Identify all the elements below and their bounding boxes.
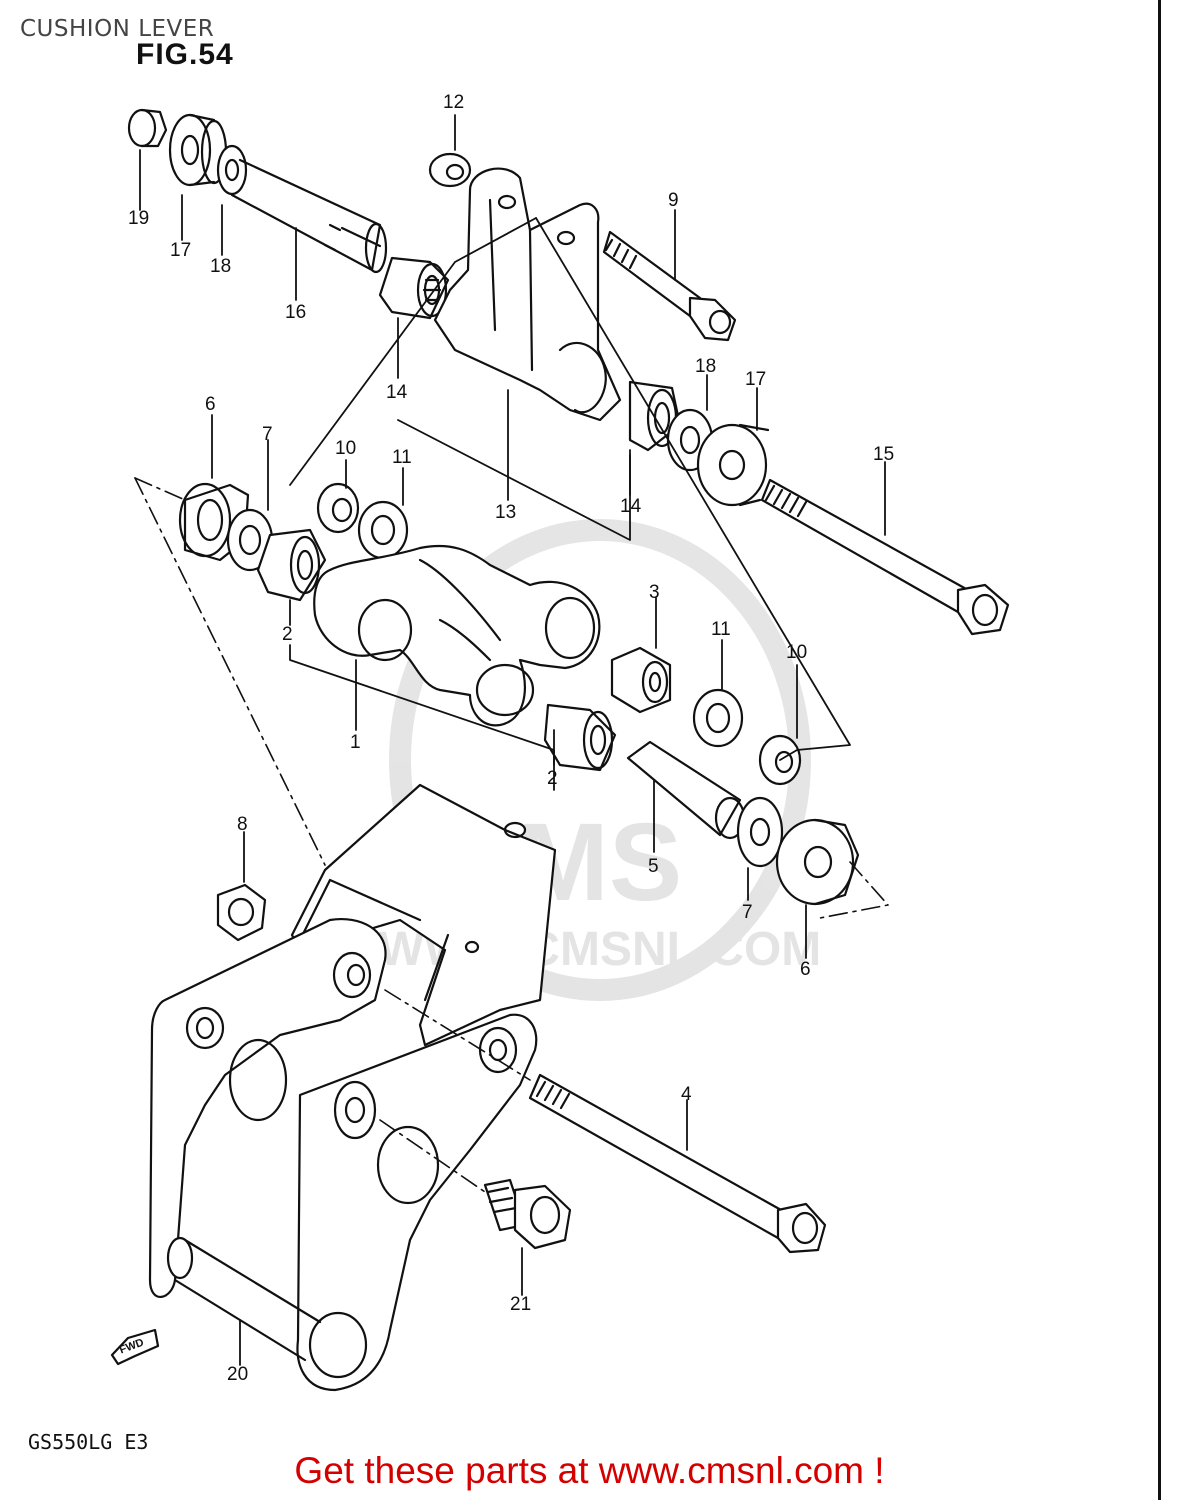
callout-10-right: 10 (786, 642, 807, 663)
part-12-nut (428, 152, 472, 188)
callout-6-right: 6 (800, 959, 811, 980)
part-18-washer-top (216, 144, 248, 196)
part-9-bolt (602, 230, 737, 342)
parts-link-banner[interactable]: Get these parts at www.cmsnl.com ! (294, 1450, 885, 1491)
part-3-spacer (610, 646, 672, 714)
part-17-washer-right (696, 423, 770, 507)
fwd-arrow-icon (110, 1328, 160, 1366)
part-4-bolt (528, 1073, 827, 1254)
part-15-bolt (760, 478, 1010, 636)
callout-3: 3 (649, 582, 660, 603)
part-5-collar (626, 740, 746, 840)
callout-6-left: 6 (205, 394, 216, 415)
alignment-dashed-lines (134, 477, 889, 1193)
part-8-nut (216, 883, 267, 942)
callout-7-left: 7 (262, 424, 273, 445)
callout-7-right: 7 (742, 902, 753, 923)
callout-17-right: 17 (745, 369, 766, 390)
callout-12: 12 (443, 92, 464, 113)
callout-14-right: 14 (620, 496, 642, 517)
callout-9: 9 (668, 190, 679, 211)
part-10-spacer-top (316, 482, 360, 534)
part-19-nut (127, 108, 168, 148)
callout-14-left: 14 (386, 382, 408, 403)
part-7-washer-right (736, 796, 784, 868)
leader-lines (139, 114, 886, 1366)
callout-10-top: 10 (335, 438, 356, 459)
figure-label: FIG.54 (136, 38, 234, 71)
callout-17-top: 17 (170, 240, 191, 261)
part-7-washer-left (226, 508, 274, 572)
callout-2-left: 2 (282, 624, 293, 645)
part-11-seal-top (357, 500, 409, 560)
callout-1: 1 (350, 732, 361, 753)
callout-18-top: 18 (210, 256, 231, 277)
callout-18-right: 18 (695, 356, 716, 377)
page-title: CUSHION LEVER (20, 16, 215, 42)
callout-19: 19 (128, 208, 149, 229)
model-code: GS550LG E3 (28, 1430, 149, 1454)
callout-8: 8 (237, 814, 248, 835)
callout-5: 5 (648, 856, 659, 877)
part-2-bearing-right (543, 703, 617, 772)
callout-labels: 19 17 18 16 12 9 18 17 15 6 7 10 11 14 1… (128, 92, 894, 1385)
callout-13: 13 (495, 502, 516, 523)
callout-11-right: 11 (711, 619, 731, 640)
part-16-pivot-shaft (230, 158, 388, 274)
part-6-seal-right (775, 818, 860, 906)
part-21-bolt (483, 1178, 572, 1250)
part-20-cushion-rod (148, 783, 557, 1392)
callout-15: 15 (873, 444, 894, 465)
callout-2-right: 2 (547, 768, 558, 789)
part-14-bearing-top (378, 256, 450, 320)
page-border (1158, 0, 1161, 1500)
callout-21: 21 (510, 1294, 531, 1315)
callout-20: 20 (227, 1364, 248, 1385)
part-13-bracket (433, 167, 622, 422)
part-2-bearing-left (256, 528, 327, 602)
callout-4: 4 (681, 1084, 692, 1105)
callout-11-top: 11 (392, 447, 412, 468)
part-1-cushion-lever (313, 544, 601, 727)
part-11-seal-right (692, 688, 744, 748)
callout-16: 16 (285, 302, 306, 323)
